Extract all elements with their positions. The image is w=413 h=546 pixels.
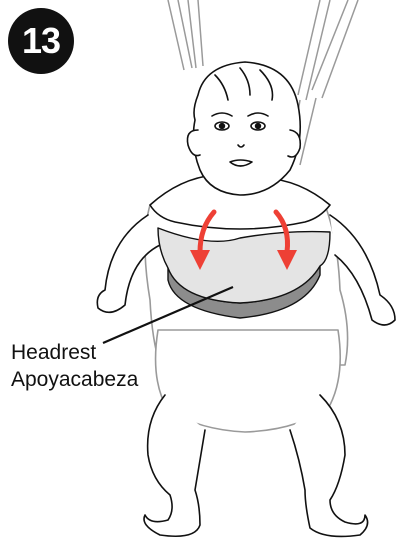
baby-head bbox=[187, 62, 300, 195]
callout-label-spanish: Apoyacabeza bbox=[11, 366, 138, 393]
step-number-badge: 13 bbox=[8, 8, 74, 74]
step-number: 13 bbox=[22, 20, 60, 62]
headrest-callout: Headrest Apoyacabeza bbox=[11, 339, 138, 393]
callout-label-english: Headrest bbox=[11, 339, 138, 366]
